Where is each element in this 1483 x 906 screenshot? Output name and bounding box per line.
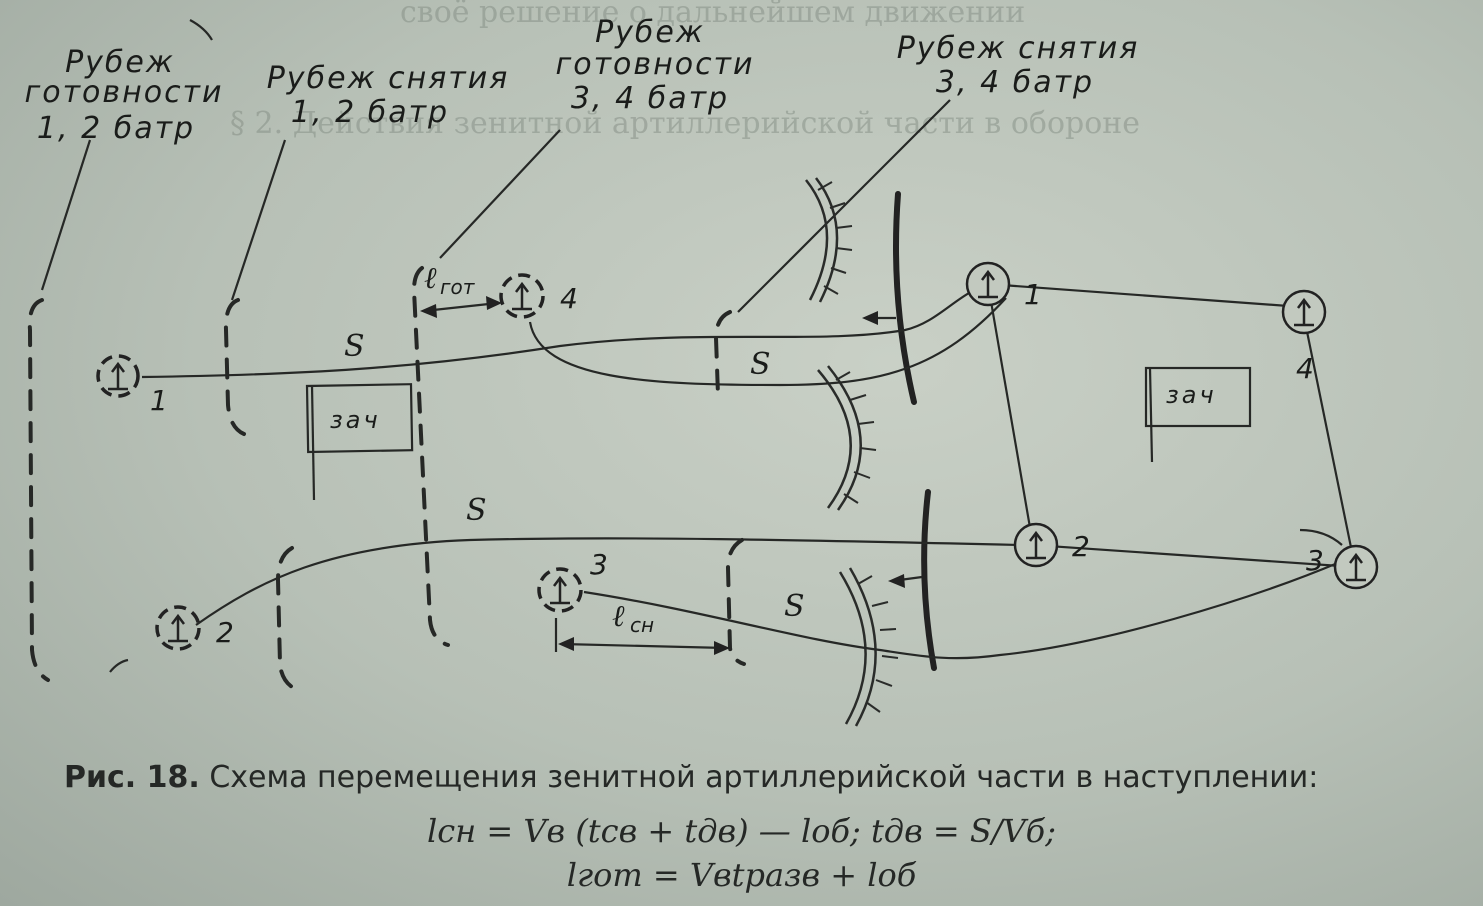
label-l-sn-main: ℓ xyxy=(612,599,625,634)
label-readiness-1-2: Рубеж готовности 1, 2 батр xyxy=(24,45,223,146)
label-l-got-main: ℓ xyxy=(424,261,437,296)
label-withdraw-3-4-line2: 3, 4 батр xyxy=(936,65,1094,100)
dimension-lgot xyxy=(420,296,502,318)
battery-number: 1 xyxy=(1024,278,1042,311)
battery-number: 4 xyxy=(1296,352,1314,385)
battery-number: 2 xyxy=(216,616,234,649)
label-readiness-1-2-line2: готовности xyxy=(24,75,223,110)
battery-icon xyxy=(1026,530,1046,560)
label-readiness-1-2-line3: 1, 2 батр xyxy=(37,111,195,146)
label-readiness-3-4: Рубеж готовности 3, 4 батр xyxy=(555,15,754,116)
battery-deployed-2: 2 xyxy=(1013,522,1090,568)
zach-flag-left-text: зач xyxy=(330,406,381,434)
zach-flag-right: зач xyxy=(1144,366,1252,463)
formula-line-2: lгот = Vвtразв + lоб xyxy=(566,856,917,894)
label-readiness-3-4-line2: готовности xyxy=(555,47,754,82)
battery-moving-3: 3 xyxy=(537,548,608,613)
front-lines xyxy=(862,191,937,671)
label-readiness-1-2-line1: Рубеж xyxy=(65,45,175,80)
label-l-got: ℓ гот xyxy=(424,261,476,299)
battery-icon xyxy=(550,575,570,605)
label-withdraw-1-2: Рубеж снятия 1, 2 батр xyxy=(267,61,510,130)
battery-number: 4 xyxy=(560,282,578,315)
label-withdraw-3-4-line1: Рубеж снятия xyxy=(897,31,1140,66)
label-l-sn: ℓ сн xyxy=(612,599,654,637)
figure-number: Рис. 18. xyxy=(64,760,200,795)
zach-flag-left: зач xyxy=(305,383,414,501)
battery-icon xyxy=(168,613,188,643)
dimension-lsn xyxy=(554,618,730,655)
label-withdraw-3-4: Рубеж снятия 3, 4 батр xyxy=(897,31,1140,100)
distance-s-2: S xyxy=(750,347,771,382)
leader-lines xyxy=(40,19,951,313)
battery-deployed-3: 3 xyxy=(1306,544,1379,590)
distance-s-3: S xyxy=(466,493,487,528)
trench-arcs xyxy=(805,177,899,727)
battery-moving-4: 4 xyxy=(499,273,578,319)
battery-deployed-4: 4 xyxy=(1281,289,1327,385)
label-l-sn-sub: сн xyxy=(630,613,654,637)
label-withdraw-1-2-line1: Рубеж снятия xyxy=(267,61,510,96)
figure-caption: Рис. 18. Схема перемещения зенитной арти… xyxy=(64,760,1424,795)
formula-line-1: lсн = Vв (tсв + tдв) — lоб; tдв = S/Vб; xyxy=(427,812,1056,850)
figure-title: Схема перемещения зенитной артиллерийско… xyxy=(209,760,1319,795)
distance-s-4: S xyxy=(784,589,805,624)
background-text-line1: своё решение о дальнейшем движении xyxy=(400,0,1025,30)
battery-moving-1: 1 xyxy=(96,354,168,417)
battery-icon xyxy=(1294,297,1314,327)
battery-icon xyxy=(978,269,998,299)
battery-number: 2 xyxy=(1072,530,1090,563)
battery-icon xyxy=(1346,552,1366,582)
background-text-line2: § 2. Действия зенитной артиллерийской ча… xyxy=(230,106,1140,141)
battery-number: 1 xyxy=(150,384,168,417)
battery-moving-2: 2 xyxy=(155,605,234,651)
label-readiness-3-4-line3: 3, 4 батр xyxy=(571,81,729,116)
battery-number: 3 xyxy=(1306,544,1324,577)
label-readiness-3-4-line1: Рубеж xyxy=(595,15,705,50)
zach-flag-right-text: зач xyxy=(1166,381,1217,409)
battery-icon xyxy=(108,361,128,391)
distance-s-1: S xyxy=(344,329,365,364)
battery-number: 3 xyxy=(590,548,608,581)
label-l-got-sub: гот xyxy=(440,275,476,299)
label-withdraw-1-2-line2: 1, 2 батр xyxy=(291,95,449,130)
movement-paths xyxy=(141,283,1343,660)
battery-icon xyxy=(512,281,532,311)
battery-deployed-1: 1 xyxy=(965,261,1042,311)
